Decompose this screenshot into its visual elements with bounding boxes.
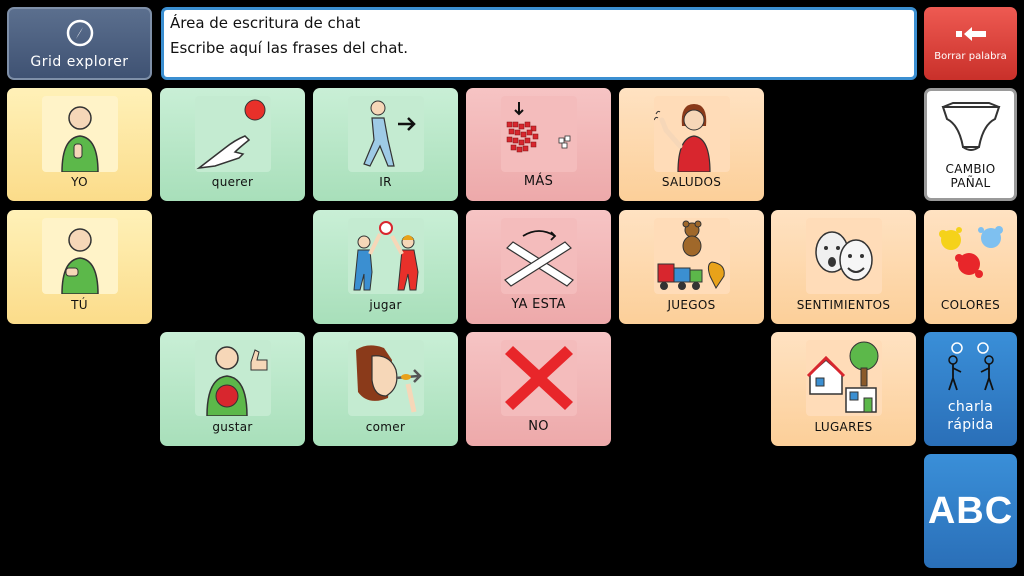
cell-ir[interactable]: IR — [313, 88, 458, 201]
cell-mas[interactable]: MÁS — [466, 88, 611, 201]
cell-label: MÁS — [523, 174, 554, 189]
person-thumbs-up-icon — [194, 340, 271, 416]
cambio-line2: PAÑAL — [950, 176, 991, 190]
person-walking-icon — [347, 96, 424, 172]
cell-label: comer — [365, 420, 406, 434]
cell-sentimientos[interactable]: SENTIMIENTOS — [771, 210, 916, 324]
hand-reaching-ball-icon — [194, 96, 271, 172]
people-talking-icon — [947, 342, 994, 391]
cell-yo[interactable]: YO — [7, 88, 152, 201]
cell-label: JUEGOS — [667, 298, 716, 312]
cell-label: NO — [528, 419, 549, 434]
grid-explorer-label: Grid explorer — [30, 53, 129, 70]
more-blocks-icon — [500, 96, 577, 172]
cell-label: gustar — [212, 420, 253, 434]
backspace-arrow-icon — [955, 27, 986, 41]
cell-label: LUGARES — [814, 420, 873, 434]
charla-line2: rápida — [947, 417, 994, 433]
cell-abc-keyboard[interactable]: ABC — [924, 454, 1017, 568]
charla-line1: charla — [947, 399, 994, 415]
faces-feelings-icon — [805, 218, 882, 294]
cambio-line1: CAMBIO — [945, 162, 996, 176]
places-house-tree-icon — [805, 340, 882, 416]
cell-label: YO — [71, 175, 88, 189]
girl-waving-icon — [653, 96, 730, 172]
cell-charla-rapida[interactable]: charla rápida — [924, 332, 1017, 446]
cell-no[interactable]: NO — [466, 332, 611, 446]
cell-colores[interactable]: COLORES — [924, 210, 1017, 324]
chat-writing-area[interactable]: Área de escritura de chat Escribe aquí l… — [161, 7, 917, 80]
cell-tu[interactable]: TÚ — [7, 210, 152, 324]
abc-label: ABC — [927, 489, 1014, 532]
cell-label: TÚ — [71, 298, 88, 312]
cell-label: SALUDOS — [661, 175, 722, 189]
cell-label: querer — [211, 175, 254, 189]
cell-jugar[interactable]: jugar — [313, 210, 458, 324]
cell-label: COLORES — [940, 298, 1001, 312]
cell-saludos[interactable]: SALUDOS — [619, 88, 764, 201]
compass-icon — [66, 19, 93, 46]
cell-label: charla rápida — [947, 398, 993, 434]
cell-gustar[interactable]: gustar — [160, 332, 305, 446]
red-cross-no-icon — [500, 340, 577, 416]
cell-comer[interactable]: comer — [313, 332, 458, 446]
cell-label: jugar — [369, 298, 402, 312]
cell-juegos[interactable]: JUEGOS — [619, 210, 764, 324]
person-eating-icon — [347, 340, 424, 416]
chat-title: Área de escritura de chat — [170, 14, 361, 32]
person-pointing-you-icon — [41, 218, 118, 294]
diaper-icon — [941, 102, 1000, 151]
cell-lugares[interactable]: LUGARES — [771, 332, 916, 446]
crossed-arms-done-icon — [500, 218, 577, 294]
delete-word-label: Borrar palabra — [934, 51, 1007, 62]
cell-label: IR — [379, 175, 392, 189]
cell-ya-esta[interactable]: YA ESTA — [466, 210, 611, 324]
paint-splash-icon — [938, 226, 1003, 278]
grid-explorer-button[interactable]: Grid explorer — [7, 7, 152, 80]
cell-querer[interactable]: querer — [160, 88, 305, 201]
cell-label: YA ESTA — [511, 297, 566, 312]
delete-word-button[interactable]: Borrar palabra — [924, 7, 1017, 80]
toys-icon — [653, 218, 730, 294]
chat-placeholder: Escribe aquí las frases del chat. — [170, 39, 409, 57]
children-playing-ball-icon — [347, 218, 424, 294]
person-pointing-self-icon — [41, 96, 118, 172]
cell-label: SENTIMIENTOS — [796, 298, 891, 312]
